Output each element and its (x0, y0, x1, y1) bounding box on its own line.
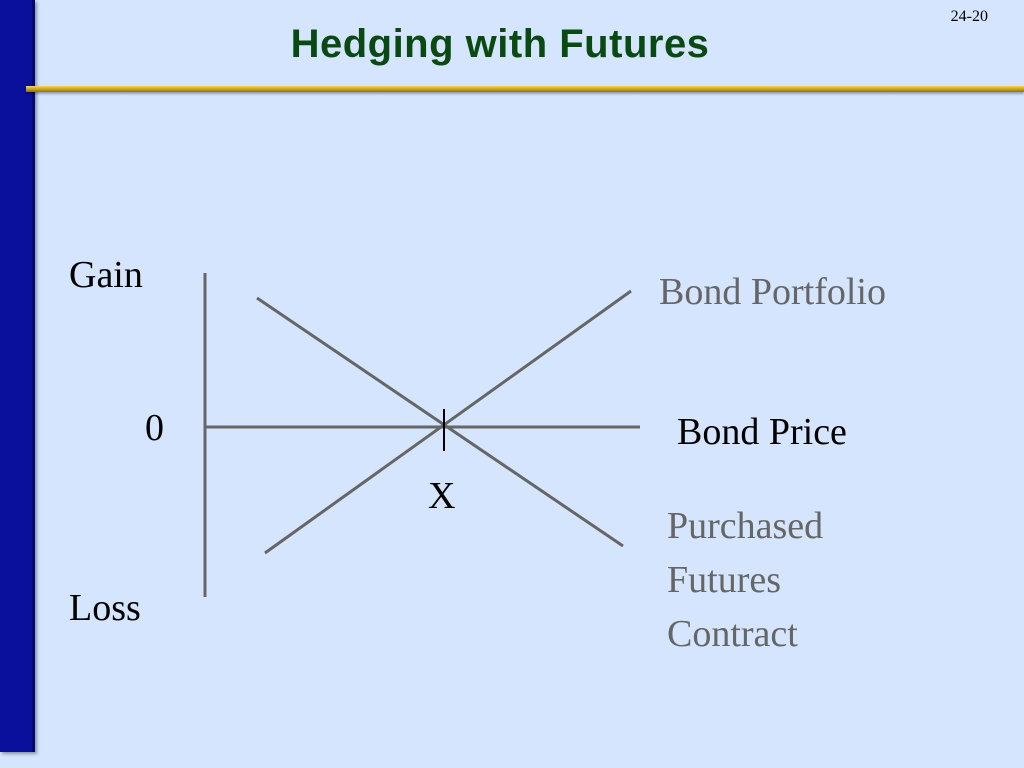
slide-title: Hedging with Futures (290, 22, 710, 66)
bond-price-label: Bond Price (677, 411, 847, 453)
futures-label-line: Contract (667, 613, 798, 655)
futures-label-line: Futures (667, 559, 781, 601)
futures-label-line: Purchased (667, 505, 824, 547)
futures-contract-line (256, 296, 624, 548)
gain-label: Gain (69, 254, 143, 296)
crossing-label: X (428, 475, 456, 517)
slide-number: 24-20 (950, 8, 988, 25)
futures-contract-label: Purchased Futures Contract (667, 499, 887, 661)
zero-label: 0 (145, 407, 164, 449)
bond-portfolio-line (264, 289, 632, 555)
bond-portfolio-label: Bond Portfolio (659, 271, 886, 313)
title-divider (26, 86, 1024, 92)
left-accent-bar (0, 0, 35, 752)
loss-label: Loss (69, 587, 141, 629)
